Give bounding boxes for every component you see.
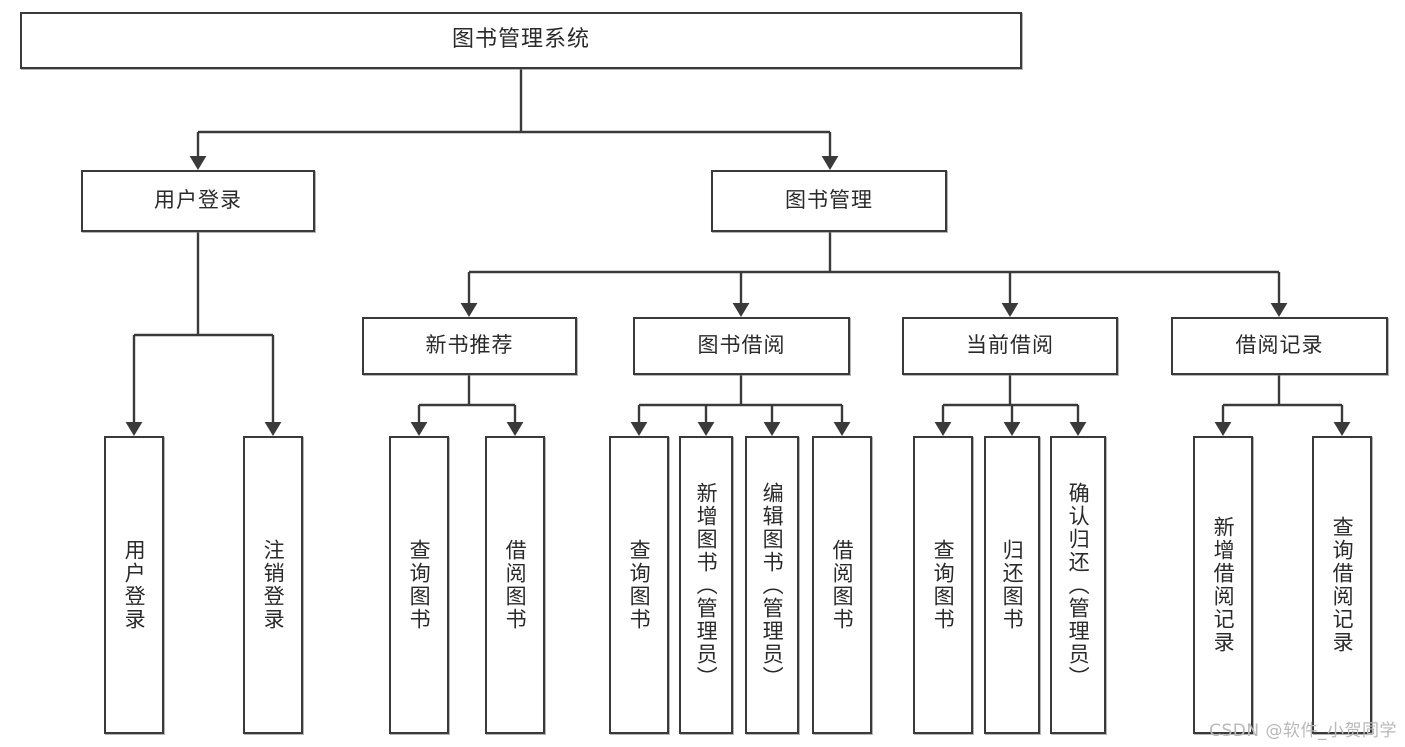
node-user-login[interactable]: 用户登录 [81,170,315,232]
node-leaf-add-book[interactable]: 新增图书（管理员） [679,436,733,734]
node-leaf-query-book-rec-label: 查询图书 [407,539,432,631]
node-user-login-label: 用户登录 [154,188,242,213]
node-leaf-query-book-current[interactable]: 查询图书 [913,436,973,734]
node-book-borrow[interactable]: 图书借阅 [633,317,850,375]
node-leaf-logout-label: 注销登录 [261,539,286,631]
node-leaf-add-record[interactable]: 新增借阅记录 [1193,436,1253,734]
node-leaf-query-book-borrow[interactable]: 查询图书 [609,436,669,734]
node-book-borrow-label: 图书借阅 [697,333,786,358]
node-leaf-return-book[interactable]: 归还图书 [984,436,1040,734]
node-leaf-query-book-borrow-label: 查询图书 [627,539,652,631]
node-leaf-borrow-book-label: 借阅图书 [830,539,855,631]
node-borrow-record-label: 借阅记录 [1235,333,1324,358]
node-leaf-query-record-label: 查询借阅记录 [1330,516,1355,654]
edges-user-login-to-leaves [125,232,282,436]
node-book-manage-label: 图书管理 [785,188,873,213]
csdn-watermark: CSDN @软件_小贺同学 [1209,721,1397,741]
edges-book-borrow-to-leaves [630,375,851,436]
node-current-borrow[interactable]: 当前借阅 [902,317,1118,375]
node-leaf-borrow-book-rec[interactable]: 借阅图书 [485,436,545,734]
node-leaf-add-record-label: 新增借阅记录 [1211,516,1236,654]
edges-borrow-record-to-leaves [1214,375,1351,436]
edges-root-to-level2 [189,69,839,170]
node-leaf-query-book-current-label: 查询图书 [931,539,956,631]
node-leaf-logout[interactable]: 注销登录 [243,436,303,734]
node-leaf-confirm-return[interactable]: 确认归还（管理员） [1050,436,1106,734]
node-leaf-query-book-rec[interactable]: 查询图书 [389,436,449,734]
node-leaf-add-book-label: 新增图书（管理员） [694,481,719,689]
node-leaf-query-record[interactable]: 查询借阅记录 [1312,436,1372,734]
node-leaf-borrow-book[interactable]: 借阅图书 [812,436,872,734]
node-leaf-edit-book[interactable]: 编辑图书（管理员） [745,436,799,734]
node-leaf-user-login-label: 用户登录 [122,539,147,631]
edges-current-borrow-to-leaves [934,375,1087,436]
node-new-book-rec-label: 新书推荐 [425,333,514,358]
edges-book-manage-to-level3 [460,232,1288,317]
node-leaf-borrow-book-rec-label: 借阅图书 [503,539,528,631]
node-leaf-user-login[interactable]: 用户登录 [104,436,164,734]
node-leaf-edit-book-label: 编辑图书（管理员） [760,481,785,689]
node-borrow-record[interactable]: 借阅记录 [1171,317,1388,375]
node-leaf-confirm-return-label: 确认归还（管理员） [1066,481,1091,689]
node-current-borrow-label: 当前借阅 [966,333,1054,358]
node-root[interactable]: 图书管理系统 [20,12,1022,69]
node-new-book-rec[interactable]: 新书推荐 [362,317,577,375]
node-leaf-return-book-label: 归还图书 [1000,539,1025,631]
node-book-manage[interactable]: 图书管理 [711,170,947,232]
edges-new-book-rec-to-leaves [410,375,524,436]
node-root-label: 图书管理系统 [451,27,590,53]
